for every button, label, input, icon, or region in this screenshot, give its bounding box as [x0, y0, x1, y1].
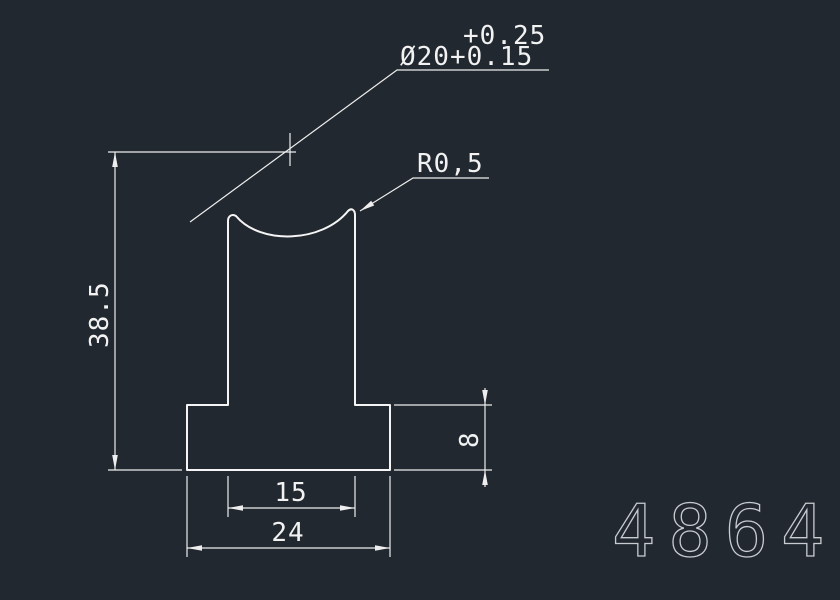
base-height-value-text: 8: [455, 431, 485, 448]
part-number[interactable]: 4864: [611, 488, 837, 573]
inner-width-value-text: 15: [274, 478, 307, 508]
height-arrowhead-top: [112, 152, 118, 167]
inner-width-arrowhead-left: [228, 505, 243, 511]
base-width-arrowhead-left: [187, 545, 202, 551]
inner-width-arrowhead-right: [340, 505, 355, 511]
dimension-base-height[interactable]: 8: [394, 388, 492, 487]
height-arrowhead-bottom: [112, 455, 118, 470]
height-value-text: 38.5: [85, 281, 115, 348]
dimension-base-width[interactable]: 24: [186, 476, 391, 557]
radius-arrowhead: [360, 200, 375, 211]
diameter-tolerance-text: +0.25: [463, 21, 546, 51]
base-height-arrowhead-top: [482, 390, 488, 405]
part-outline[interactable]: [186, 208, 391, 471]
diameter-leader-line: [189, 69, 549, 223]
base-width-value-text: 24: [271, 518, 304, 548]
radius-leader-line: [359, 177, 489, 212]
diameter-value-text: Ø20+0.15: [400, 42, 533, 72]
dimension-diameter[interactable]: +0.25 Ø20+0.15: [189, 21, 549, 223]
part-number-text: 4864: [612, 489, 837, 573]
radius-value-text: R0,5: [417, 149, 484, 179]
dimension-inner-width[interactable]: 15: [227, 476, 356, 517]
base-height-arrowhead-bottom: [482, 470, 488, 485]
dimension-height-total[interactable]: 38.5: [85, 151, 296, 471]
part-profile-path: [186, 208, 391, 471]
base-width-arrowhead-right: [375, 545, 390, 551]
dimension-radius[interactable]: R0,5: [359, 149, 489, 212]
